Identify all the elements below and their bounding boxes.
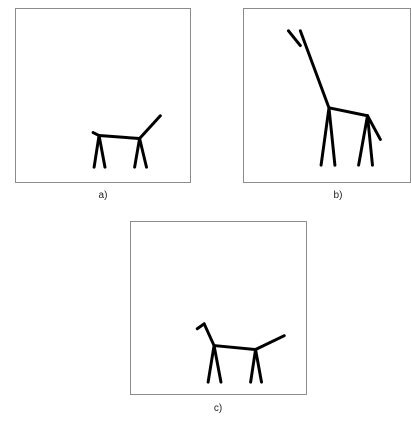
panel-a — [15, 8, 191, 183]
figure-a-rear-leg-2 — [99, 136, 105, 168]
figure-a-rear-leg-1 — [94, 136, 99, 168]
stick-figure-c — [131, 222, 306, 394]
figure-c-back — [214, 346, 256, 350]
figure-c-neck — [256, 336, 285, 350]
figure-b-neck — [300, 31, 329, 108]
caption-a: a) — [83, 190, 123, 201]
figure-c-rear-leg-2 — [214, 346, 221, 383]
figure-a-neck — [140, 116, 161, 139]
figure-a-back — [99, 136, 140, 139]
figure-b-head — [288, 31, 300, 46]
figure-c-front-leg-2 — [256, 350, 262, 383]
figure-c-tail-tip — [204, 324, 214, 346]
panel-c — [130, 221, 307, 395]
figure-c-rear-leg-1 — [208, 346, 214, 383]
figure-a-front-leg-2 — [140, 139, 147, 168]
panel-b — [243, 8, 411, 183]
caption-b: b) — [318, 190, 358, 201]
figure-a-front-leg-1 — [135, 139, 140, 168]
stick-figure-b — [244, 9, 410, 182]
figure-c-front-leg-1 — [251, 350, 256, 383]
stick-figure-a — [16, 9, 190, 182]
figure-b-front-leg-1 — [321, 108, 329, 165]
figure-b-front-leg-2 — [329, 108, 335, 165]
figure-b-back — [329, 108, 368, 116]
caption-c: c) — [198, 403, 238, 414]
figure-b-rear-leg-1 — [359, 116, 368, 165]
